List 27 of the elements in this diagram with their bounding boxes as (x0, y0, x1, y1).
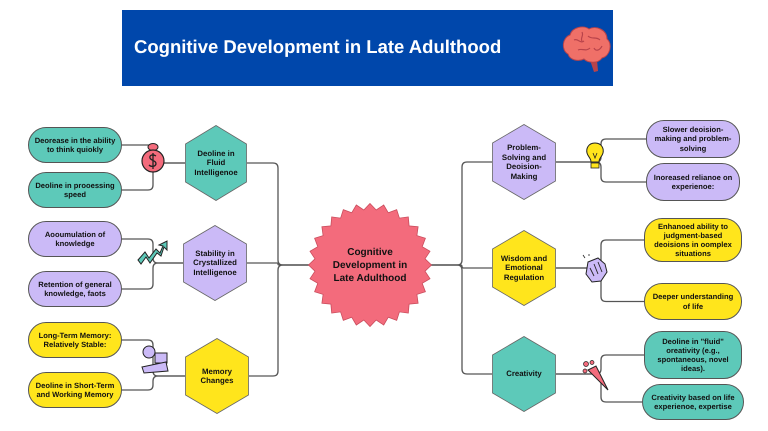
starburst-node (308, 203, 432, 327)
rounded-box (28, 127, 122, 163)
connector-line (122, 262, 183, 290)
connector-line (122, 162, 185, 191)
hexagon-node (185, 338, 249, 414)
rounded-box (28, 221, 122, 257)
hexagon-node (492, 336, 556, 412)
connector-line (556, 161, 646, 183)
connector-line (556, 373, 642, 403)
rounded-box (644, 331, 742, 379)
rounded-box (646, 120, 740, 158)
rounded-box (642, 384, 744, 420)
connector-line (122, 375, 185, 391)
hexagon-node (185, 125, 247, 201)
hexagon-node (183, 225, 247, 301)
rounded-box (28, 271, 122, 307)
rounded-box (646, 163, 740, 201)
title-text: Cognitive Development in Late Adulthood (134, 36, 502, 58)
node-label: Cognitive Development in Late Adulthood (332, 246, 408, 284)
rounded-box (28, 372, 122, 408)
rounded-box (644, 283, 742, 320)
rounded-box (644, 218, 742, 262)
rounded-box (28, 172, 122, 208)
connector-line (556, 267, 644, 302)
hexagon-node (492, 124, 556, 200)
hexagon-node (492, 230, 556, 306)
rounded-box (28, 322, 122, 358)
